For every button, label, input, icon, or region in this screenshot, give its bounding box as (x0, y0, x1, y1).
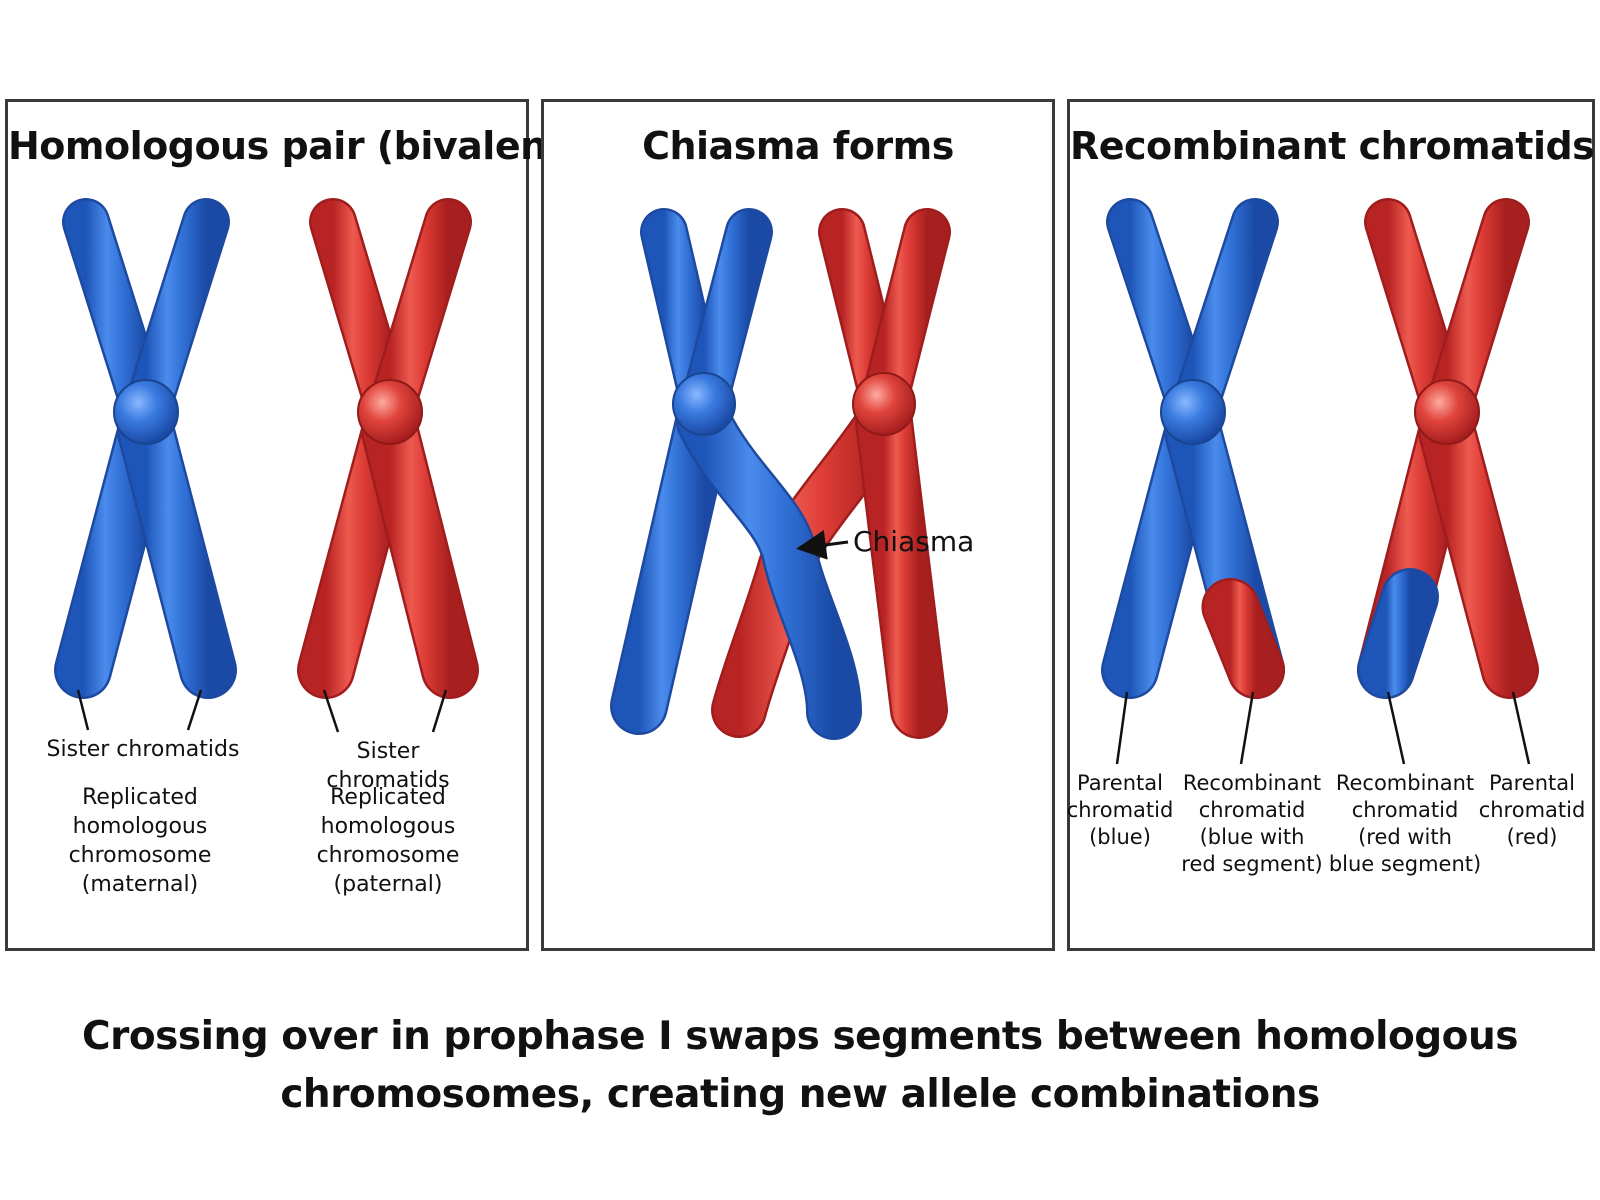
red-centromere (1414, 379, 1480, 445)
recombinant-illustration (1101, 198, 1539, 765)
pointer-line (1115, 691, 1129, 765)
pointer-line (1386, 691, 1406, 765)
chiasma-arrow (796, 530, 849, 560)
pointer-line (1511, 691, 1531, 765)
paternal-chromosome (297, 198, 479, 699)
maternal-chromosome-label: Replicated homologous chromosome (matern… (68, 785, 212, 897)
pointer-line (76, 689, 90, 731)
panel-chiasma-forms: Chiasma forms Chiasma (541, 99, 1055, 951)
pointer-line (186, 689, 203, 731)
figure-caption: Crossing over in prophase I swaps segmen… (82, 1014, 1518, 1117)
parental-chromatid-blue-label: Parental chromatid (blue) (1066, 771, 1174, 849)
sister-chromatids-label-right: Sister chromatids (326, 739, 450, 793)
blue-centromere (1160, 379, 1226, 445)
panel-title: Chiasma forms (642, 124, 954, 168)
maternal-chromosome (610, 208, 862, 740)
recombinant-chromatid-blue-label: Recombinant chromatid (blue with red seg… (1181, 771, 1323, 876)
pointer-line (1239, 691, 1255, 765)
red-centromere (357, 379, 423, 445)
chiasma-illustration (610, 208, 951, 740)
panel-recombinant-chromatids: Recombinant chromatids (1067, 99, 1595, 951)
blue-centromere (672, 372, 736, 436)
maternal-chromosome (54, 198, 237, 699)
recombinant-red-chromosome (1357, 198, 1539, 699)
recombinant-blue-chromosome (1101, 198, 1285, 699)
pointer-line (431, 689, 448, 733)
blue-centromere (113, 379, 179, 445)
parental-chromatid-red-label: Parental chromatid (red) (1478, 771, 1586, 849)
homologous-pair-illustration (54, 198, 479, 733)
panel-homologous-pair: Homologous pair (bivalent) (5, 99, 582, 951)
panel-title: Homologous pair (bivalent) (8, 124, 582, 168)
panel-title: Recombinant chromatids (1070, 124, 1595, 168)
paternal-chromosome-label: Replicated homologous chromosome (patern… (316, 785, 460, 897)
paternal-chromosome (711, 208, 951, 739)
recombinant-chromatid-red-label: Recombinant chromatid (red with blue seg… (1328, 771, 1482, 876)
red-centromere (852, 372, 916, 436)
pointer-line (322, 689, 340, 733)
chiasma-label: Chiasma (853, 525, 975, 558)
sister-chromatids-label-left: Sister chromatids (46, 737, 240, 762)
